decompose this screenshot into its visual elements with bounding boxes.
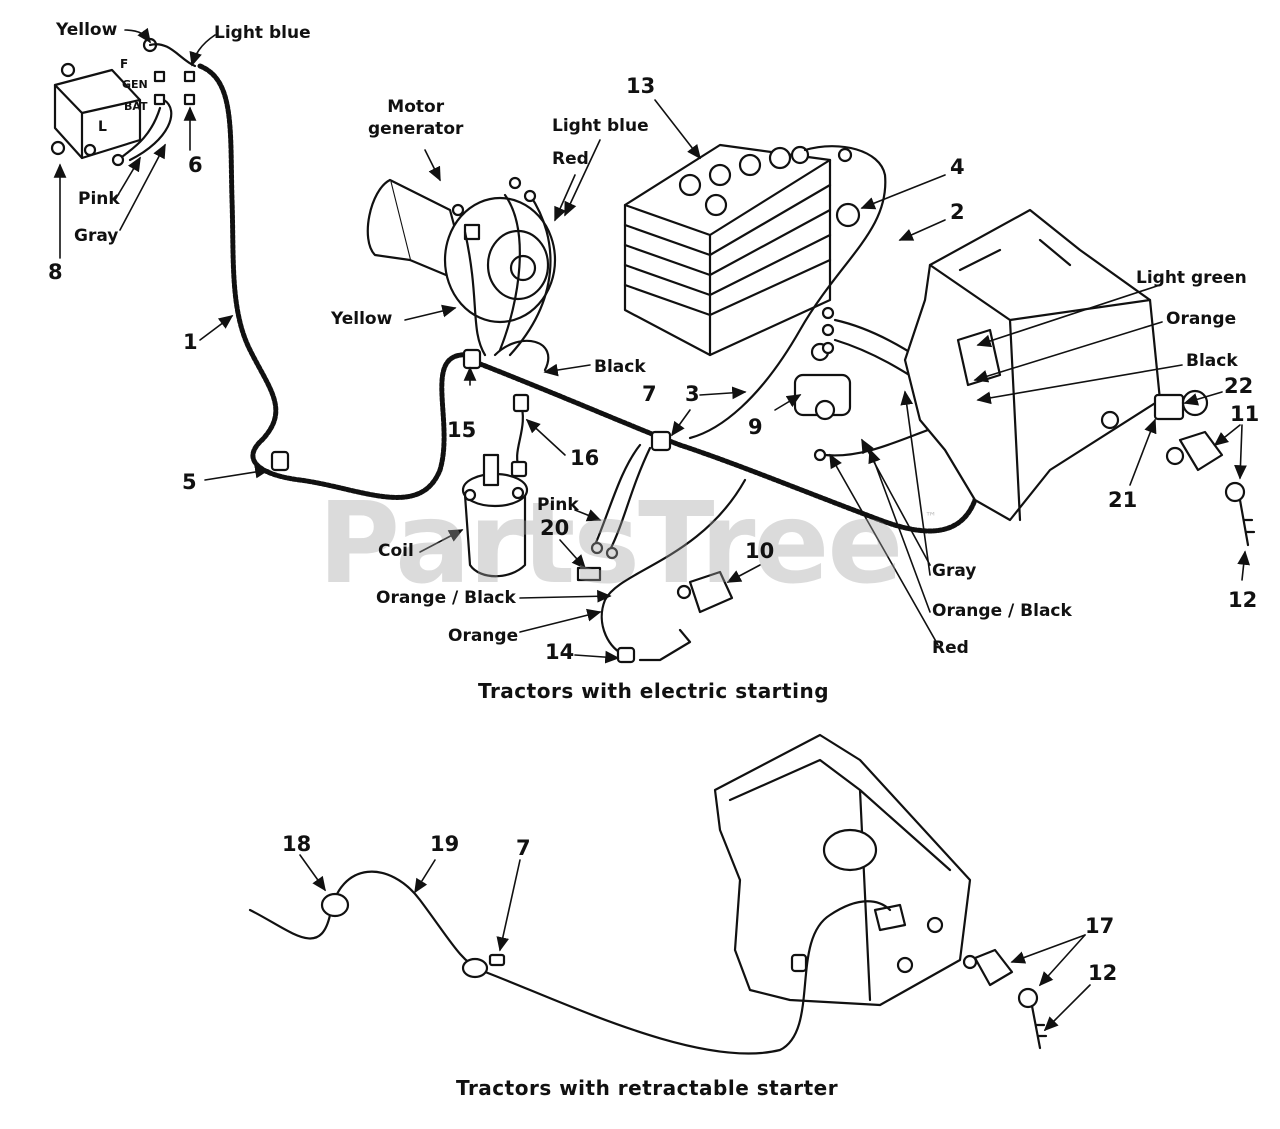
battery-cables [688, 145, 887, 440]
label-gray-regulator: Gray [74, 226, 119, 246]
regulator-harness [197, 63, 473, 500]
label-yellow-regulator: Yellow [56, 20, 118, 40]
part-number-11: 11 [1230, 402, 1260, 426]
label-black-right: Black [1186, 351, 1238, 371]
part-number-22: 22 [1224, 374, 1254, 398]
starter-solenoid [793, 342, 852, 421]
voltage-regulator [50, 37, 196, 160]
generator-leads [463, 176, 552, 372]
kill-wire [248, 870, 892, 1055]
caption-electric-starting: Tractors with electric starting [478, 679, 830, 703]
coil-leads [510, 393, 530, 478]
ignition-switch-lower [962, 948, 1014, 987]
motor-generator [366, 178, 557, 324]
starter-switch [676, 570, 734, 614]
label-orange-black-right: Orange / Black [932, 601, 1072, 621]
part-number-16: 16 [570, 446, 600, 470]
key [1224, 481, 1256, 547]
key-lower [1017, 987, 1048, 1050]
part-number-1: 1 [183, 330, 198, 354]
part-number-2: 2 [950, 200, 965, 224]
label-light-blue-generator: Light blue [552, 116, 649, 136]
terminal-f: F [120, 57, 129, 71]
label-pink-regulator: Pink [78, 189, 120, 209]
part-number-3: 3 [685, 382, 700, 406]
part-number-6: 6 [188, 153, 203, 177]
label-orange-left: Orange [448, 626, 519, 646]
part-number-18: 18 [282, 832, 312, 856]
part-number-20: 20 [540, 516, 570, 540]
label-coil: Coil [378, 541, 414, 561]
part-number-15: 15 [447, 418, 477, 442]
engine-housing-lower [713, 733, 972, 1007]
part-number-7-bottom: 7 [516, 836, 531, 860]
label-light-green: Light green [1136, 268, 1247, 288]
label-black-generator: Black [594, 357, 646, 377]
part-number-12-top: 12 [1228, 588, 1258, 612]
label-light-blue-regulator: Light blue [214, 23, 311, 43]
ignition-coil [461, 453, 529, 578]
dash-branch [576, 443, 747, 664]
part-number-4: 4 [950, 155, 965, 179]
part-number-7-top: 7 [642, 382, 657, 406]
watermark: PartsTree [318, 479, 903, 609]
leader-arrows [53, 27, 1250, 1032]
ignition-switch [1165, 430, 1224, 472]
label-pink-coil: Pink [537, 495, 579, 515]
part-number-19: 19 [430, 832, 460, 856]
label-orange-right: Orange [1166, 309, 1237, 329]
part-number-5: 5 [182, 470, 197, 494]
terminal-gen: GEN [122, 78, 148, 91]
part-number-10: 10 [745, 539, 775, 563]
terminal-bat: BAT [124, 100, 148, 113]
label-red-generator: Red [552, 149, 589, 169]
trademark-mark: ™ [925, 510, 937, 524]
label-motor-generator: Motor generator [368, 97, 464, 140]
part-number-17: 17 [1085, 914, 1115, 938]
part-number-8: 8 [48, 260, 63, 284]
battery [623, 143, 832, 357]
label-yellow-generator: Yellow [331, 309, 393, 329]
label-red-bottom: Red [932, 638, 969, 658]
part-number-12-bottom: 12 [1088, 961, 1118, 985]
part-number-13: 13 [626, 74, 656, 98]
label-gray-bottom: Gray [932, 561, 977, 581]
part-number-21: 21 [1108, 488, 1138, 512]
engine-housing [903, 208, 1162, 522]
part-number-9: 9 [748, 415, 763, 439]
terminal-l: L [98, 119, 107, 135]
light-switch [1153, 389, 1209, 421]
label-orange-black-left: Orange / Black [376, 588, 516, 608]
part-number-14: 14 [545, 640, 575, 664]
caption-retractable-starter: Tractors with retractable starter [456, 1076, 839, 1100]
